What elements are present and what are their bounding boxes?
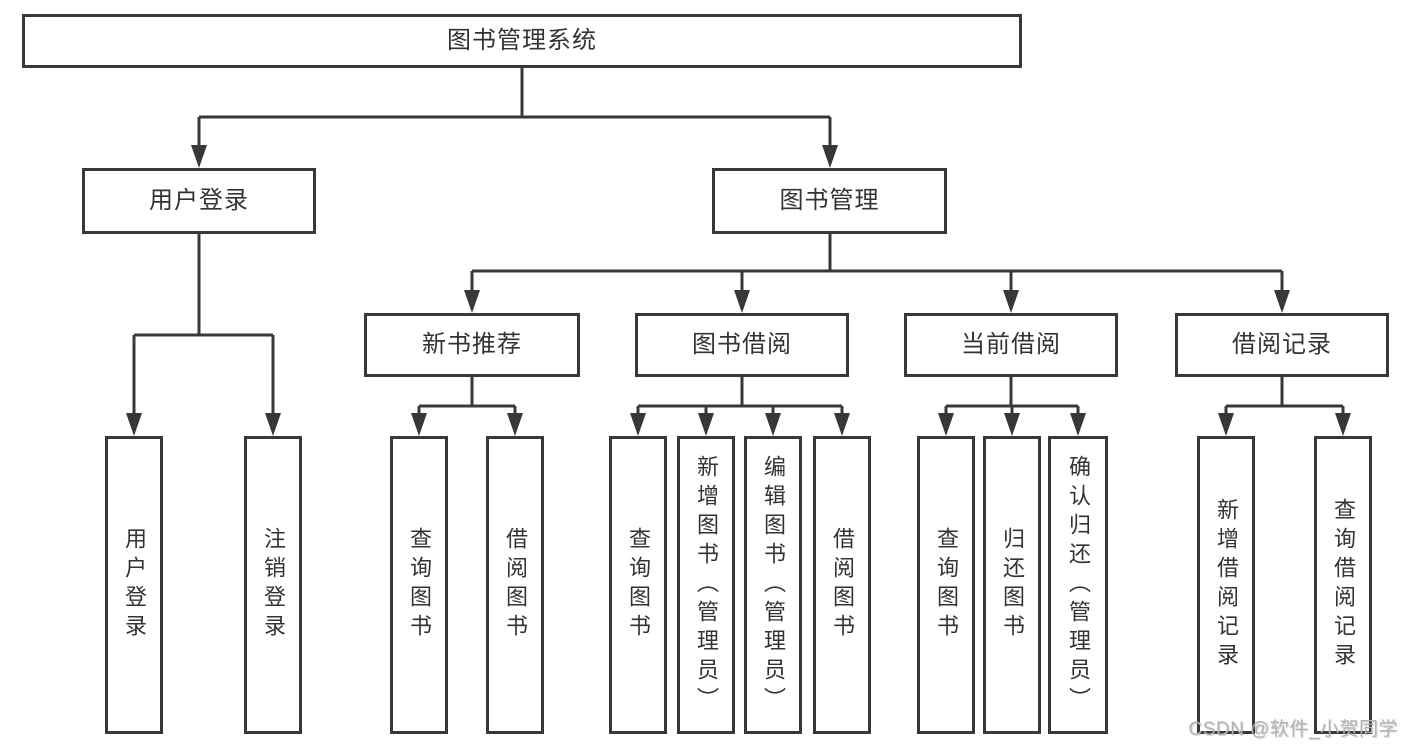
leaf-bb-edit-book: 编辑图书（管理员） [744,436,802,734]
leaf-bb-query-book: 查询图书 [609,436,667,734]
node-root-label: 图书管理系统 [447,27,597,54]
node-borrow-record-label: 借阅记录 [1232,331,1332,358]
leaf-cb-return-book: 归还图书 [983,436,1041,734]
watermark: CSDN @软件_小贺同学 [1188,719,1398,740]
node-user-login: 用户登录 [82,168,316,234]
leaf-bb-borrow-book: 借阅图书 [813,436,871,734]
arrow-icon [411,413,427,436]
node-book-management-label: 图书管理 [779,187,880,214]
node-current-borrow: 当前借阅 [904,313,1118,377]
leaf-logout-label: 注销登录 [261,527,286,643]
leaf-br-add-record: 新增借阅记录 [1197,436,1255,734]
arrow-icon [765,413,781,436]
node-book-borrow: 图书借阅 [635,313,849,377]
arrow-icon [1335,413,1351,436]
leaf-cb-query-book: 查询图书 [917,436,975,734]
leaf-br-add-record-label: 新增借阅记录 [1214,498,1239,672]
node-new-book-recommend-label: 新书推荐 [422,331,522,358]
leaf-logout: 注销登录 [244,436,302,734]
arrow-icon [698,413,714,436]
arrow-icon [822,145,838,168]
leaf-bb-add-book: 新增图书（管理员） [677,436,735,734]
leaf-bb-query-book-label: 查询图书 [626,527,651,643]
arrow-icon [1004,413,1020,436]
leaf-nb-borrow-book-label: 借阅图书 [503,527,528,643]
arrow-icon [1218,413,1234,436]
connector-userlogin-to-leaves [132,234,275,414]
arrow-icon [191,145,207,168]
arrow-icon [734,290,750,313]
leaf-br-query-record-label: 查询借阅记录 [1331,498,1356,672]
node-current-borrow-label: 当前借阅 [961,331,1061,358]
leaf-user-login: 用户登录 [105,436,163,734]
leaf-nb-query-book: 查询图书 [390,436,448,734]
arrow-icon [464,290,480,313]
connector-borrowrecord-to-leaves [1224,377,1345,414]
connector-newbook-to-leaves [417,377,517,414]
arrow-icon [1003,290,1019,313]
node-book-management: 图书管理 [712,168,947,234]
leaf-cb-query-book-label: 查询图书 [934,527,959,643]
arrow-icon [938,413,954,436]
leaf-cb-return-book-label: 归还图书 [1000,527,1025,643]
node-book-borrow-label: 图书借阅 [692,331,792,358]
arrow-icon [507,413,523,436]
connector-bookmgmt-to-level3 [470,234,1284,291]
leaf-bb-add-book-label: 新增图书（管理员） [694,454,719,716]
connector-root-to-level2 [197,68,832,146]
leaf-nb-borrow-book: 借阅图书 [486,436,544,734]
arrow-icon [265,413,281,436]
leaf-user-login-label: 用户登录 [122,527,147,643]
leaf-cb-confirm-return-label: 确认归还（管理员） [1066,454,1091,716]
leaf-bb-borrow-book-label: 借阅图书 [830,527,855,643]
arrow-icon [630,413,646,436]
node-root: 图书管理系统 [22,14,1022,68]
node-borrow-record: 借阅记录 [1175,313,1389,377]
arrow-icon [1070,413,1086,436]
arrow-icon [1274,290,1290,313]
connector-bookborrow-to-leaves [636,377,844,414]
arrow-icon [834,413,850,436]
leaf-br-query-record: 查询借阅记录 [1314,436,1372,734]
leaf-nb-query-book-label: 查询图书 [407,527,432,643]
connector-currentborrow-to-leaves [944,377,1080,414]
leaf-cb-confirm-return: 确认归还（管理员） [1048,436,1108,734]
leaf-bb-edit-book-label: 编辑图书（管理员） [761,454,786,716]
arrow-icon [126,413,142,436]
node-new-book-recommend: 新书推荐 [364,313,580,377]
node-user-login-label: 用户登录 [149,187,249,214]
